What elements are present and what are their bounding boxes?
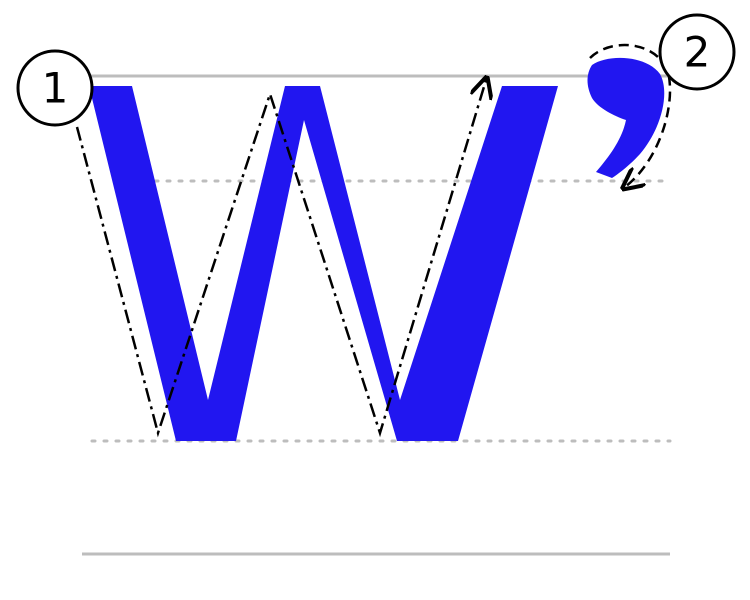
step-2-circle <box>658 13 736 91</box>
stroke-2-path <box>589 43 672 187</box>
step-2-label: 2 <box>684 28 711 77</box>
apostrophe-glyph <box>587 57 665 178</box>
step-1-marker: 1 <box>16 49 94 127</box>
letter-w-glyph <box>89 86 558 441</box>
step-1-circle <box>16 49 94 127</box>
step-1-label: 1 <box>42 64 69 113</box>
step-2-marker: 2 <box>658 13 736 91</box>
